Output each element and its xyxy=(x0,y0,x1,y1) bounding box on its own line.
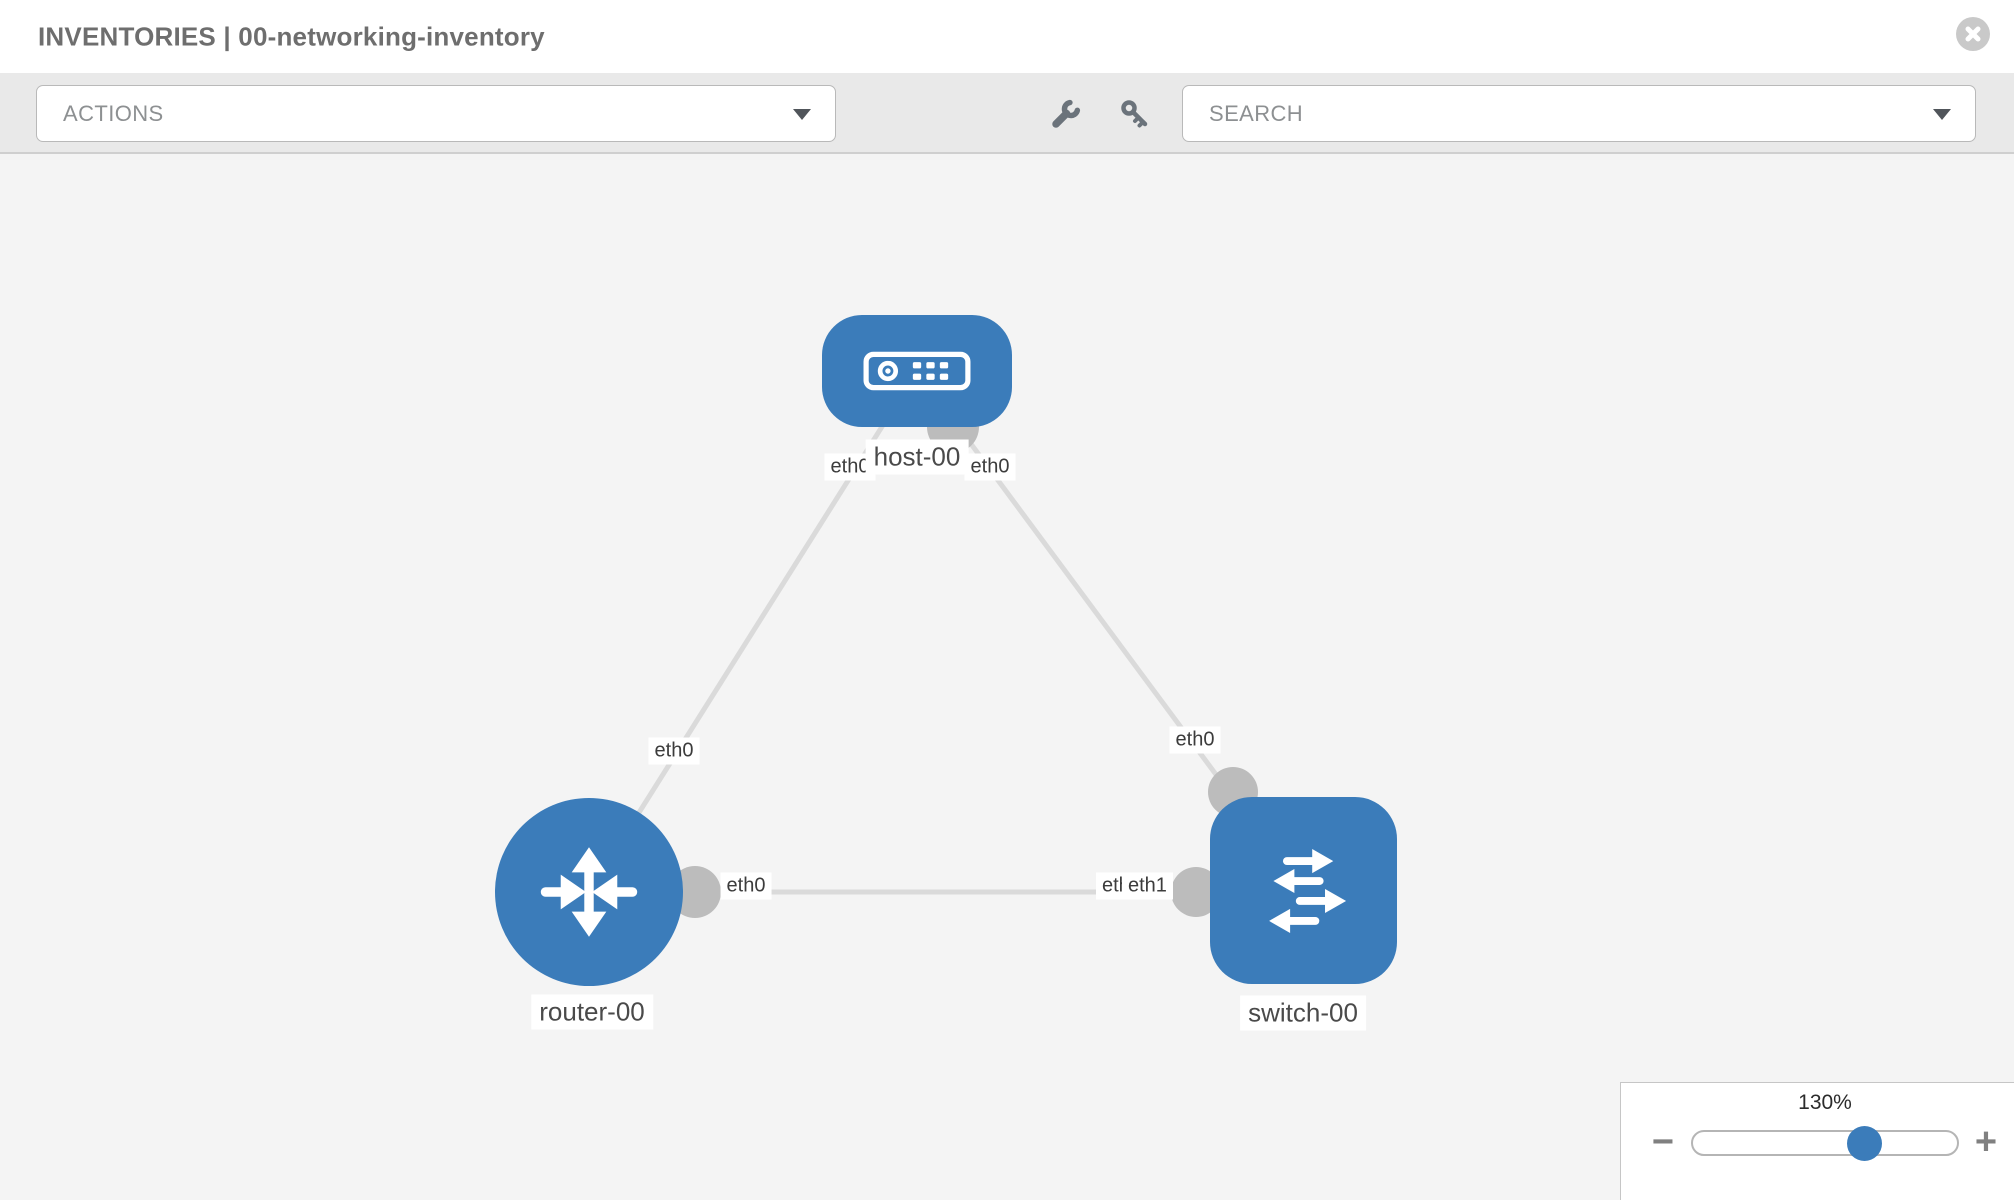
node-label-router: router-00 xyxy=(531,994,653,1030)
page-title: INVENTORIES | 00-networking-inventory xyxy=(38,21,545,51)
node-label-host: host-00 xyxy=(865,439,969,475)
chevron-down-icon xyxy=(793,108,811,120)
interface-label: eth1 xyxy=(1122,872,1173,900)
zoom-level-value: 130% xyxy=(1798,1091,1852,1114)
router-icon xyxy=(540,847,638,937)
close-icon xyxy=(1965,26,1981,42)
switch-icon xyxy=(1268,848,1346,933)
wrench-icon[interactable] xyxy=(1048,97,1084,133)
actions-dropdown-label: ACTIONS xyxy=(63,100,164,126)
search-dropdown-label: SEARCH xyxy=(1209,100,1304,126)
node-router-00[interactable] xyxy=(495,798,683,986)
topology-canvas[interactable]: host-00 router-00 switch-00 eth0 eth0 et… xyxy=(0,154,2014,1200)
interface-label: eth0 xyxy=(720,872,772,900)
close-button[interactable] xyxy=(1956,17,1990,51)
topology-links-layer xyxy=(586,369,1306,918)
interface-label: eth0 xyxy=(1169,726,1221,754)
node-host-00[interactable] xyxy=(822,315,1012,427)
key-icon[interactable] xyxy=(1117,97,1153,133)
zoom-in-button[interactable]: + xyxy=(1974,1121,1998,1163)
zoom-slider-thumb[interactable] xyxy=(1847,1126,1882,1161)
zoom-slider-track[interactable] xyxy=(1691,1130,1959,1156)
search-dropdown[interactable]: SEARCH xyxy=(1182,85,1976,142)
zoom-out-button[interactable]: − xyxy=(1651,1121,1675,1163)
header-bar: INVENTORIES | 00-networking-inventory xyxy=(0,0,2014,73)
actions-dropdown[interactable]: ACTIONS xyxy=(36,85,836,142)
interface-label: eth0 xyxy=(964,453,1016,481)
node-label-switch: switch-00 xyxy=(1240,995,1366,1031)
node-switch-00[interactable] xyxy=(1210,797,1397,984)
host-icon xyxy=(863,351,971,391)
toolbar: ACTIONS SEARCH xyxy=(0,73,2014,154)
interface-connector xyxy=(1171,867,1221,917)
chevron-down-icon xyxy=(1933,108,1951,120)
zoom-control-panel: 130% − + xyxy=(1620,1082,2014,1200)
interface-label: eth0 xyxy=(648,737,700,765)
